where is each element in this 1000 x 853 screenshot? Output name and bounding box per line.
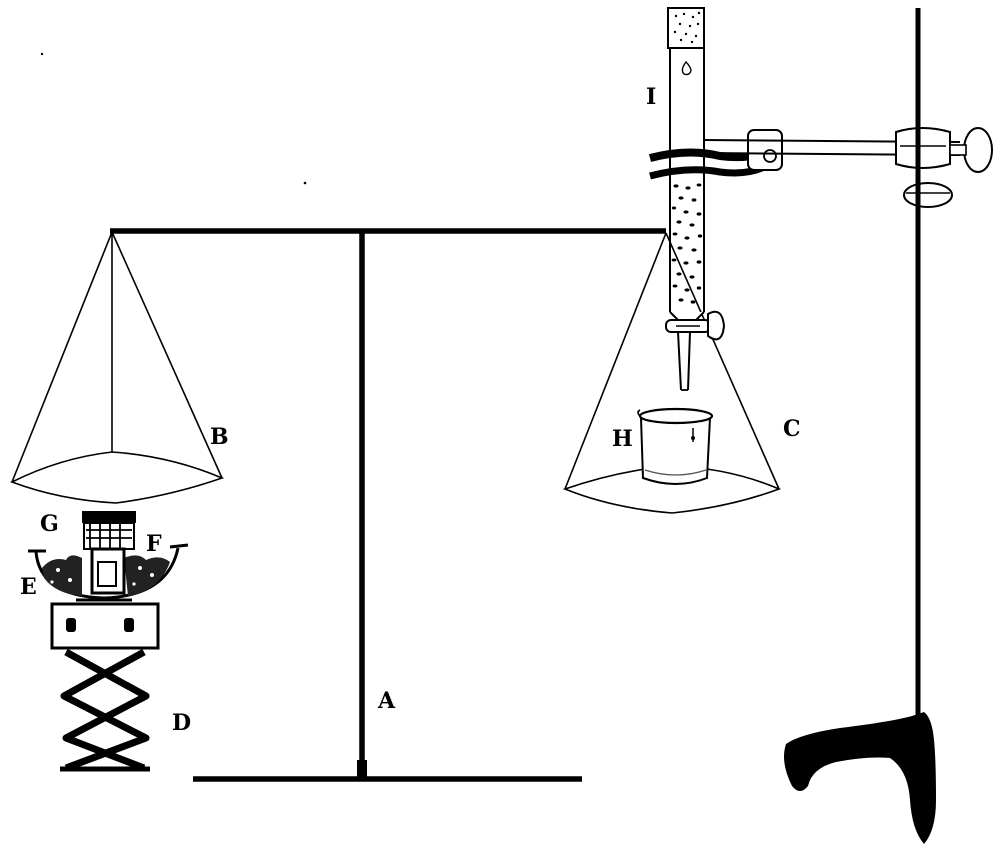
boss-screw [949, 144, 967, 156]
stopcock-handle [707, 310, 726, 341]
beaker-mouth [638, 407, 714, 425]
dish-rim-right [169, 543, 189, 549]
right-pan-rim [562, 465, 782, 514]
burette-i [665, 7, 726, 391]
beaker-mark [691, 436, 695, 440]
right-pan-c [562, 232, 782, 514]
speck [40, 52, 44, 56]
beaker-body [640, 417, 711, 485]
burette-drop [681, 60, 692, 76]
burette-tip-left [677, 331, 682, 391]
beaker-h [637, 407, 714, 485]
block-top-cap [82, 511, 136, 523]
label-f: F [146, 531, 162, 557]
label-h: H [612, 426, 633, 452]
burette-tip-right [687, 331, 691, 391]
right-pan-string-right [665, 232, 780, 490]
label-a: A [377, 688, 396, 714]
boss-knob [963, 127, 993, 173]
jack-platform-bolt-left [66, 618, 76, 632]
clamp-screw [763, 149, 777, 163]
balance-frame [110, 228, 666, 782]
block-texture [86, 524, 132, 548]
right-pan-string-left [564, 232, 667, 490]
label-d: D [172, 710, 191, 736]
jack-scissors [60, 648, 150, 772]
burette-cap [667, 7, 705, 49]
cotton-plug [673, 11, 701, 44]
balance-post-foot [357, 760, 367, 778]
left-pan-string-right [111, 231, 223, 479]
beaker-liquid [644, 469, 707, 476]
left-pan-string-left [11, 231, 113, 483]
retort-stand [784, 8, 936, 844]
label-c: C [783, 416, 801, 442]
left-pan-b [10, 231, 225, 504]
label-g: G [40, 511, 59, 537]
burette-packing [671, 183, 703, 304]
label-e: E [20, 574, 37, 600]
stand-foot [784, 712, 936, 844]
block-body [83, 522, 135, 550]
beaker-spout [637, 409, 641, 417]
label-i: I [646, 84, 656, 110]
burette-clamp [648, 127, 993, 208]
speck [303, 181, 307, 185]
left-pan-rim [10, 451, 225, 504]
solid-sample-f [42, 555, 170, 596]
boss-lower-knob [903, 182, 953, 208]
weight-block-g [82, 511, 136, 595]
boss-head [895, 127, 951, 169]
lab-jack-d [50, 602, 160, 772]
clamp-jaw [747, 129, 783, 171]
jack-platform-bolt-right [124, 618, 134, 632]
block-window [97, 561, 117, 587]
label-b: B [210, 424, 229, 450]
